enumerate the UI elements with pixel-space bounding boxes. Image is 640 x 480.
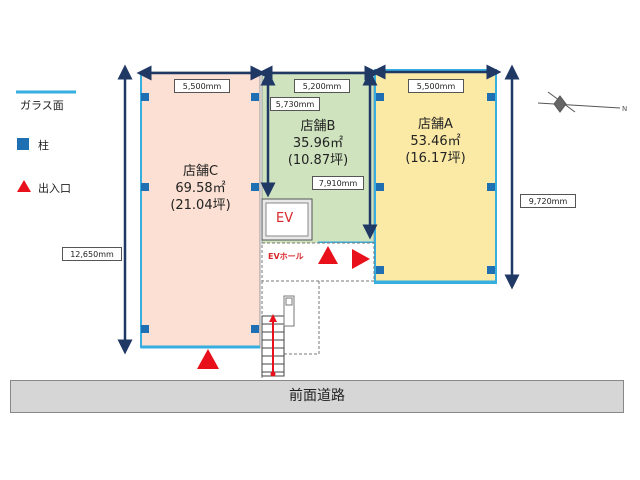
shop-a-area [374,69,497,284]
stairs-icon [261,295,295,377]
dim-b-depth: 7,910mm [312,176,364,190]
legend-entrance-label: 出入口 [38,182,71,195]
dim-a-depth: 9,720mm [520,194,576,208]
shop-c-name: 店舗C [182,164,219,179]
legend-glass-label: ガラス面 [20,99,64,112]
elevator-label: EV [276,211,294,226]
entrance-shop-c [197,349,219,369]
shop-b-area-m2: 35.96㎡ [292,136,344,151]
shop-c-label: 店舗C 69.58㎡ (21.04坪) [141,163,260,214]
pillars [141,93,495,333]
dim-b-width: 5,200mm [294,79,350,93]
shop-b-name: 店舗B [300,119,336,134]
dim-c-depth: 12,650mm [62,247,122,261]
shop-a-label: 店舗A 53.46㎡ (16.17坪) [375,116,496,167]
entrance-shop-a [352,249,370,269]
legend-entrance-triangle [17,180,31,192]
shop-a-area-m2: 53.46㎡ [410,134,461,149]
legend-pillar-label: 柱 [38,139,49,152]
ev-hall-area [261,242,375,282]
shop-c-area-tsubo: (21.04坪) [170,198,231,213]
shop-a-name: 店舗A [418,117,453,132]
north-compass-icon: N [537,91,627,113]
shop-c-area [140,71,261,349]
svg-text:N: N [622,105,627,113]
front-road: 前面道路 [10,380,624,413]
dim-a-width: 5,500mm [408,79,464,93]
dim-b-inner-width: 5,730mm [270,97,320,111]
dim-c-width: 5,500mm [174,79,230,93]
shop-b-area-tsubo: (10.87坪) [287,153,349,168]
shop-b-label: 店舗B 35.96㎡ (10.87坪) [262,118,374,169]
entrance-shop-b [318,246,338,264]
shop-c-area-m2: 69.58㎡ [175,181,226,196]
shop-a-area-tsubo: (16.17坪) [405,151,466,166]
ev-hall-label: EVホール [268,252,304,261]
legend-pillar-square [17,138,29,150]
